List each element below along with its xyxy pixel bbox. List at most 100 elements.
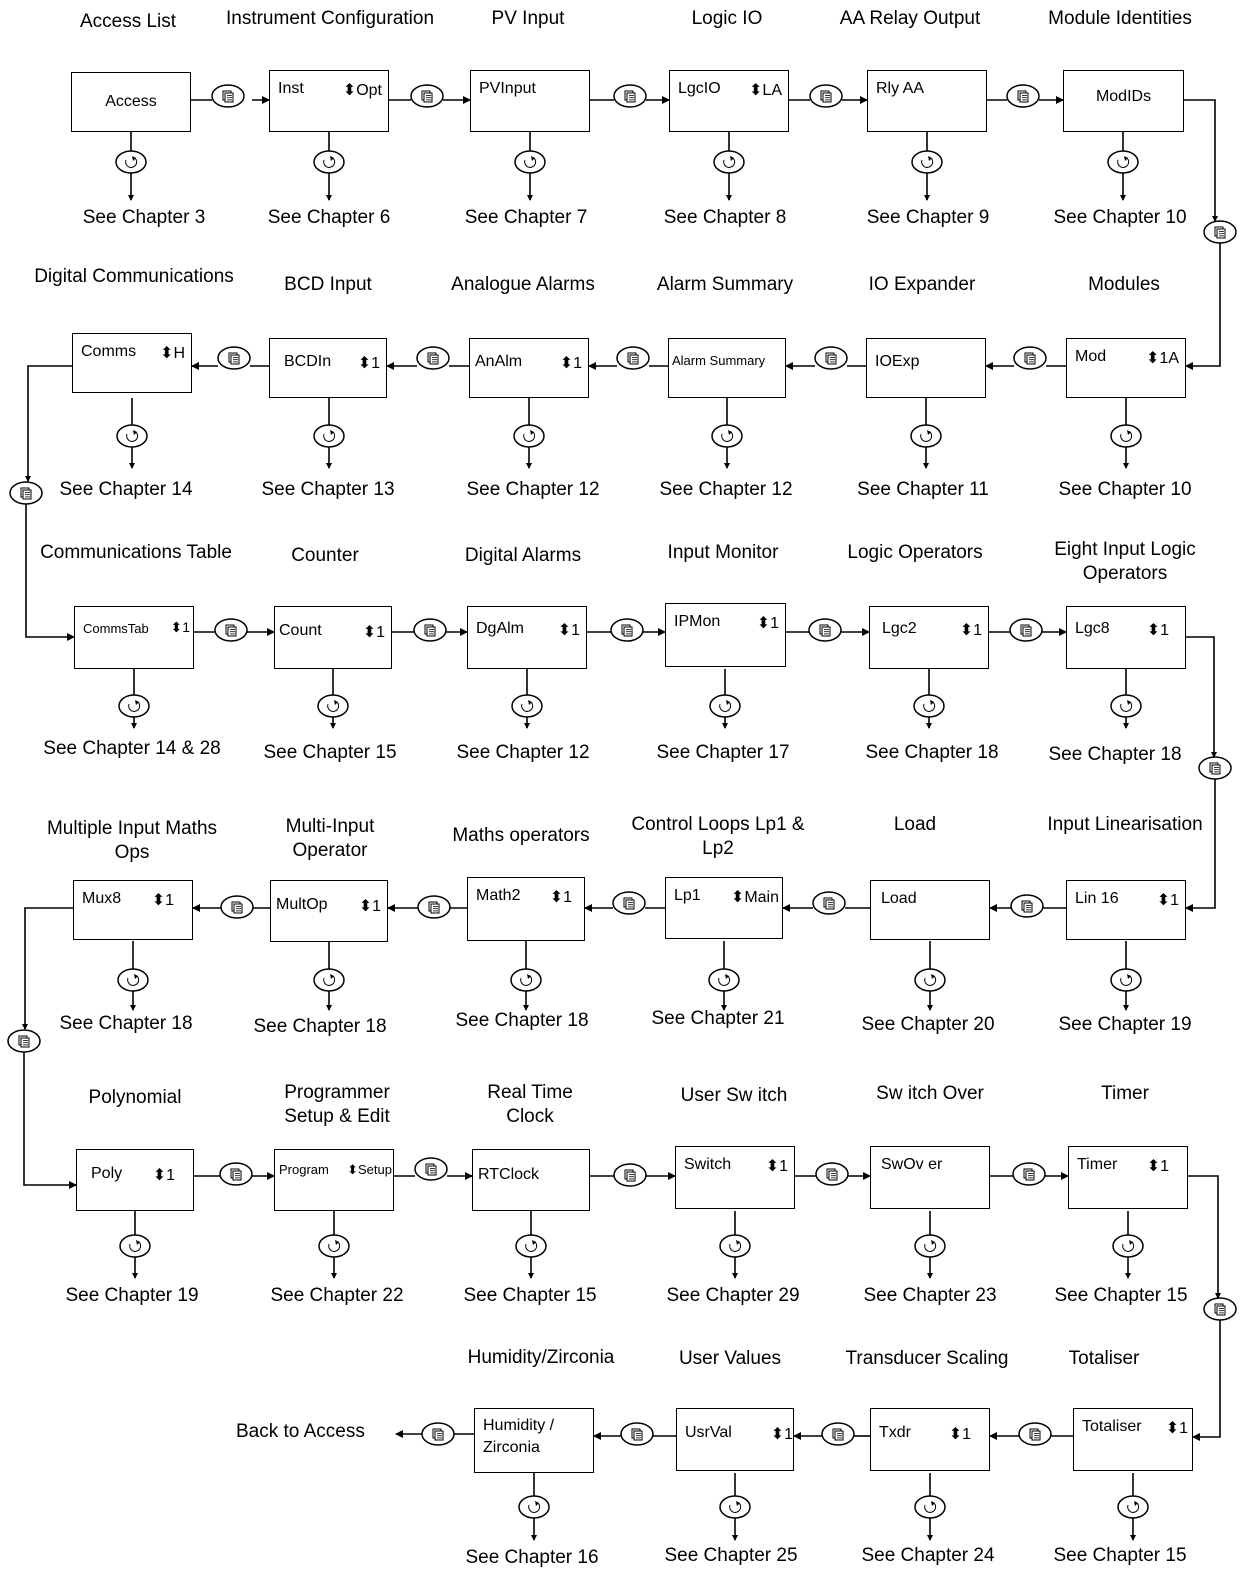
scroll-key-icon[interactable]: [518, 1495, 550, 1519]
lin16-box[interactable]: Lin 16⬍1: [1066, 880, 1186, 940]
swover-box[interactable]: SwOv er: [870, 1146, 990, 1209]
ipmon-box[interactable]: IPMon⬍1: [665, 603, 786, 667]
page-key-icon[interactable]: [808, 618, 842, 642]
comms-box[interactable]: Comms⬍H: [72, 333, 192, 393]
scroll-key-icon[interactable]: [118, 694, 150, 718]
program-box[interactable]: Program⬍Setup: [274, 1149, 394, 1211]
page-key-icon[interactable]: [809, 84, 843, 108]
page-key-icon[interactable]: [612, 891, 646, 915]
comms-tab-box[interactable]: CommsTab⬍1: [74, 606, 194, 669]
scroll-key-icon[interactable]: [910, 424, 942, 448]
alarm-summary-box[interactable]: Alarm Summary: [668, 338, 786, 398]
page-key-icon[interactable]: [414, 1157, 448, 1181]
pvinput-box[interactable]: PVInput: [470, 70, 590, 132]
scroll-key-icon[interactable]: [711, 424, 743, 448]
scroll-key-icon[interactable]: [513, 424, 545, 448]
page-key-icon[interactable]: [812, 891, 846, 915]
page-key-icon[interactable]: [1198, 756, 1232, 780]
scroll-key-icon[interactable]: [1112, 1234, 1144, 1258]
scroll-key-icon[interactable]: [1110, 424, 1142, 448]
totaliser-box[interactable]: Totaliser⬍1: [1073, 1408, 1193, 1471]
mux8-box[interactable]: Mux8⬍1: [73, 880, 193, 940]
scroll-key-icon[interactable]: [510, 968, 542, 992]
usrval-box[interactable]: UsrVal⬍1: [676, 1408, 794, 1471]
page-key-icon[interactable]: [610, 618, 644, 642]
page-key-icon[interactable]: [814, 346, 848, 370]
page-key-icon[interactable]: [211, 84, 245, 108]
bcdin-box[interactable]: BCDIn⬍1: [269, 338, 387, 398]
scroll-key-icon[interactable]: [1117, 1495, 1149, 1519]
scroll-key-icon[interactable]: [515, 1234, 547, 1258]
scroll-key-icon[interactable]: [914, 1495, 946, 1519]
page-key-icon[interactable]: [217, 346, 251, 370]
scroll-key-icon[interactable]: [1107, 150, 1139, 174]
scroll-key-icon[interactable]: [719, 1234, 751, 1258]
scroll-key-icon[interactable]: [116, 424, 148, 448]
page-key-icon[interactable]: [815, 1162, 849, 1186]
scroll-key-icon[interactable]: [318, 1234, 350, 1258]
scroll-key-icon[interactable]: [713, 150, 745, 174]
scroll-key-icon[interactable]: [1110, 968, 1142, 992]
load-box[interactable]: Load: [870, 880, 990, 940]
page-key-icon[interactable]: [620, 1422, 654, 1446]
scroll-key-icon[interactable]: [913, 694, 945, 718]
page-key-icon[interactable]: [1010, 894, 1044, 918]
scroll-key-icon[interactable]: [313, 150, 345, 174]
rtclock-box[interactable]: RTClock: [472, 1149, 590, 1211]
page-key-icon[interactable]: [821, 1422, 855, 1446]
multop-box[interactable]: MultOp⬍1: [270, 880, 388, 942]
scroll-key-icon[interactable]: [317, 694, 349, 718]
mod-box[interactable]: Mod⬍1A: [1066, 338, 1186, 398]
page-key-icon[interactable]: [1006, 84, 1040, 108]
page-key-icon[interactable]: [616, 346, 650, 370]
lp1-box[interactable]: Lp1⬍Main: [665, 877, 783, 939]
humidity-box[interactable]: Humidity / Zirconia: [474, 1408, 594, 1473]
dgalm-box[interactable]: DgAlm⬍1: [467, 606, 587, 669]
scroll-key-icon[interactable]: [719, 1495, 751, 1519]
lgc8-box[interactable]: Lgc8⬍1: [1066, 606, 1186, 669]
page-key-icon[interactable]: [214, 618, 248, 642]
page-key-icon[interactable]: [410, 84, 444, 108]
page-key-icon[interactable]: [417, 895, 451, 919]
page-key-icon[interactable]: [1009, 618, 1043, 642]
scroll-key-icon[interactable]: [511, 694, 543, 718]
page-key-icon[interactable]: [9, 481, 43, 505]
scroll-key-icon[interactable]: [115, 150, 147, 174]
timer-box[interactable]: Timer⬍1: [1068, 1146, 1188, 1209]
scroll-key-icon[interactable]: [709, 694, 741, 718]
lgc2-box[interactable]: Lgc2⬍1: [869, 606, 989, 669]
count-box[interactable]: Count⬍1: [274, 606, 392, 669]
poly-box[interactable]: Poly⬍1: [76, 1149, 194, 1211]
page-key-icon[interactable]: [1012, 1162, 1046, 1186]
page-key-icon[interactable]: [1013, 346, 1047, 370]
inst-box[interactable]: Inst⬍Opt: [269, 70, 389, 132]
lgcio-box[interactable]: LgcIO⬍LA: [669, 70, 789, 132]
page-key-icon[interactable]: [413, 618, 447, 642]
scroll-key-icon[interactable]: [313, 424, 345, 448]
scroll-key-icon[interactable]: [119, 1234, 151, 1258]
modids-box[interactable]: ModIDs: [1063, 70, 1184, 132]
access-box[interactable]: Access: [71, 72, 191, 132]
page-key-icon[interactable]: [416, 346, 450, 370]
scroll-key-icon[interactable]: [117, 968, 149, 992]
page-key-icon[interactable]: [613, 1163, 647, 1187]
analm-box[interactable]: AnAlm⬍1: [469, 338, 589, 398]
page-key-icon[interactable]: [1203, 1297, 1237, 1321]
math2-box[interactable]: Math2⬍1: [467, 877, 585, 941]
switch-box[interactable]: Switch⬍1: [675, 1146, 795, 1209]
page-key-icon[interactable]: [1203, 220, 1237, 244]
page-key-icon[interactable]: [1018, 1422, 1052, 1446]
page-key-icon[interactable]: [219, 1162, 253, 1186]
scroll-key-icon[interactable]: [708, 968, 740, 992]
txdr-box[interactable]: Txdr⬍1: [870, 1408, 990, 1471]
page-key-icon[interactable]: [421, 1422, 455, 1446]
rlyaa-box[interactable]: Rly AA: [867, 70, 987, 132]
scroll-key-icon[interactable]: [1110, 694, 1142, 718]
scroll-key-icon[interactable]: [514, 150, 546, 174]
ioexp-box[interactable]: IOExp: [866, 338, 986, 398]
scroll-key-icon[interactable]: [313, 968, 345, 992]
page-key-icon[interactable]: [7, 1029, 41, 1053]
page-key-icon[interactable]: [613, 84, 647, 108]
back-to-access-label[interactable]: Back to Access: [236, 1421, 365, 1442]
page-key-icon[interactable]: [220, 895, 254, 919]
